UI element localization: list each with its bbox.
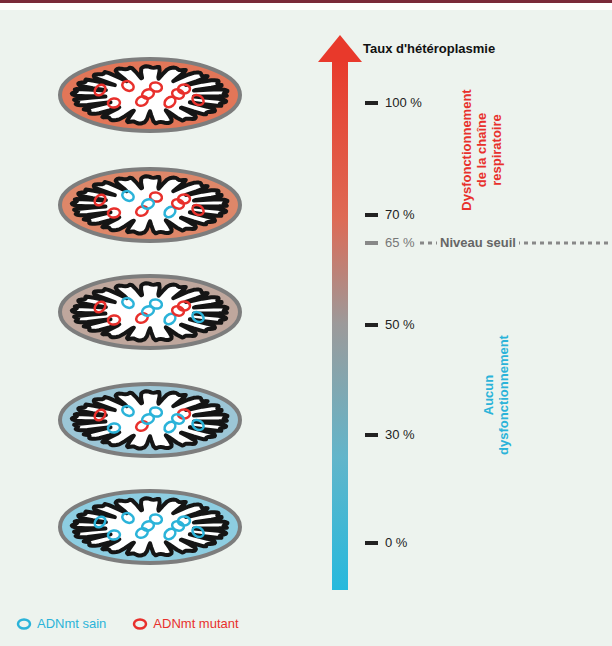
percent-label: 0 % — [385, 536, 407, 551]
percent-label: 50 % — [385, 318, 415, 333]
legend-swatch — [132, 618, 148, 630]
legend-item: ADNmt mutant — [132, 616, 238, 631]
tick-marks — [365, 101, 378, 545]
mitochondrion — [60, 491, 240, 563]
legend-text: ADNmt sain — [37, 616, 106, 631]
mitochondrion — [60, 169, 240, 241]
dysfunction-label: Dysfonctionnement de la chaîne respirato… — [460, 84, 505, 216]
percent-label: 30 % — [385, 428, 415, 443]
threshold-label: Niveau seuil — [437, 236, 519, 251]
heteroplasmy-arrow — [318, 35, 362, 590]
axis-title: Taux d'hétéroplasmie — [363, 42, 495, 57]
legend: ADNmt sain ADNmt mutant — [16, 616, 239, 631]
legend-text: ADNmt mutant — [153, 616, 238, 631]
percent-label: 70 % — [385, 208, 415, 223]
top-rule — [0, 0, 612, 3]
legend-swatch — [16, 618, 32, 630]
mitochondria — [60, 59, 240, 563]
legend-item: ADNmt sain — [16, 616, 106, 631]
mitochondrion — [60, 59, 240, 131]
mitochondrion — [60, 276, 240, 348]
percent-label: 65 % — [385, 236, 415, 251]
no-dysfunction-label: Aucun dysfonctionnement — [482, 325, 512, 465]
percent-label: 100 % — [385, 96, 422, 111]
mitochondrion — [60, 384, 240, 456]
